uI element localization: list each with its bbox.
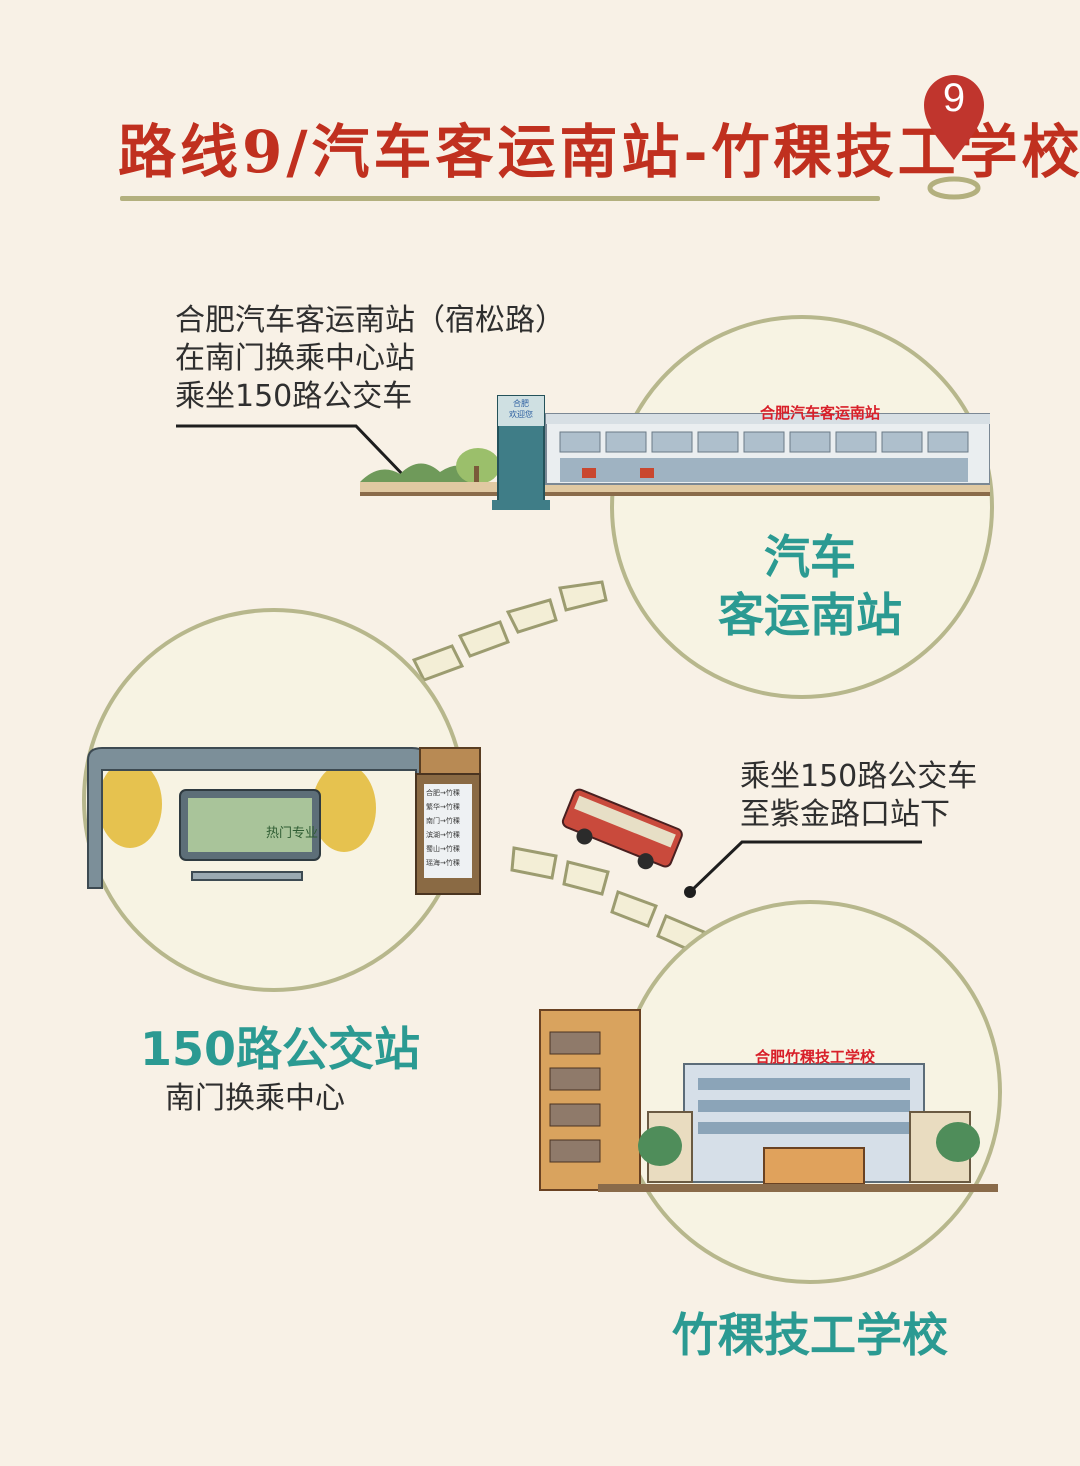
- route-number: 9: [942, 76, 966, 120]
- billboard-text: 热门专业: [266, 826, 319, 841]
- start-note-line-1: 合肥汽车客运南站（宿松路）: [175, 303, 565, 338]
- page-title: 路线9/汽车客运南站-竹稞技工学校: [118, 118, 1080, 186]
- route-board-line-6: 瑶海→竹稞: [426, 859, 460, 867]
- map-pin-icon: [918, 68, 990, 208]
- start-stop-name: 汽车 客运南站: [690, 528, 930, 644]
- end-note-line-1: 乘坐150路公交车: [740, 759, 978, 794]
- bus-icon: [556, 784, 688, 874]
- start-tower-sign: 合肥 欢迎您: [498, 398, 544, 420]
- end-stop-name: 竹稞技工学校: [672, 1308, 948, 1362]
- school-illustration: [538, 1008, 998, 1196]
- route-board-line-3: 南门→竹稞: [426, 817, 460, 825]
- end-note-line-2: 至紫金路口站下: [740, 797, 950, 832]
- start-stop-name-line-1: 汽车: [764, 530, 856, 584]
- transfer-stop-name: 150路公交站: [139, 1022, 421, 1076]
- route-board: 合肥→竹稞 繁华→竹稞 南门→竹稞 滨湖→竹稞 蜀山→竹稞 瑶海→竹稞: [426, 786, 472, 870]
- start-stop-circle: [610, 315, 994, 699]
- start-tower-sign-line-2: 欢迎您: [509, 410, 533, 419]
- route-board-line-2: 繁华→竹稞: [426, 803, 460, 811]
- start-note: 合肥汽车客运南站（宿松路） 在南门换乘中心站 乘坐150路公交车: [175, 302, 565, 416]
- route-board-line-5: 蜀山→竹稞: [426, 845, 460, 853]
- title-underline: [120, 196, 880, 201]
- start-note-line-3: 乘坐150路公交车: [175, 379, 413, 414]
- bus-station-illustration: [360, 392, 990, 514]
- transfer-stop-subtitle: 南门换乘中心: [165, 1081, 345, 1116]
- route-board-line-1: 合肥→竹稞: [426, 789, 460, 797]
- bus-shelter-illustration: [82, 740, 492, 900]
- start-note-line-2: 在南门换乘中心站: [175, 341, 415, 376]
- start-tower-sign-line-1: 合肥: [513, 399, 529, 408]
- route-board-line-4: 滨湖→竹稞: [426, 831, 460, 839]
- start-building-sign: 合肥汽车客运南站: [759, 404, 880, 422]
- start-stop-name-line-2: 客运南站: [718, 588, 902, 642]
- end-building-sign: 合肥竹稞技工学校: [754, 1048, 875, 1066]
- end-note: 乘坐150路公交车 至紫金路口站下: [740, 758, 977, 834]
- end-callout-line: [680, 836, 930, 906]
